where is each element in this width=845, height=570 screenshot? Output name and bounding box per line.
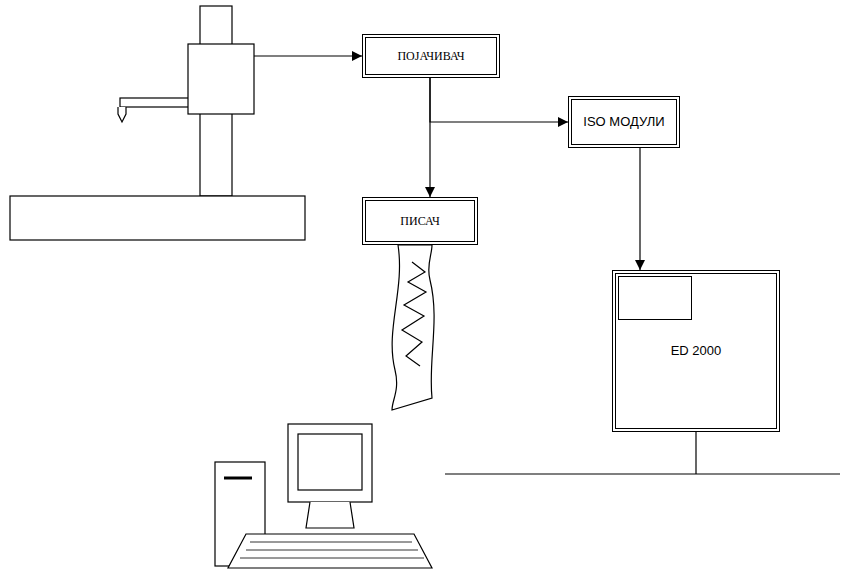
drive-slot — [224, 477, 252, 480]
plotter-box: ПИСАЧ — [362, 197, 478, 245]
keyboard-keys — [240, 542, 424, 558]
screen — [298, 434, 362, 490]
monitor — [288, 424, 372, 502]
probe-arm — [120, 98, 190, 107]
keyboard — [228, 534, 432, 568]
carriage — [188, 44, 254, 114]
network-line — [445, 473, 840, 474]
ed2000-box: ED 2000 — [612, 270, 780, 432]
signal-line — [254, 55, 362, 56]
trace — [402, 262, 426, 366]
monitor-stand — [306, 502, 354, 528]
box-label: ED 2000 — [671, 343, 722, 359]
box-label: ПИСАЧ — [400, 214, 439, 229]
box-label: ПОЈАЧИВАЧ — [397, 49, 464, 64]
display-window — [618, 276, 692, 320]
box-label: ISO МОДУЛИ — [583, 114, 664, 130]
chart-paper — [392, 245, 434, 410]
iso-module-box: ISO МОДУЛИ — [568, 96, 680, 148]
signal-arrow — [430, 78, 568, 122]
amplifier-box: ПОЈАЧИВАЧ — [362, 34, 500, 78]
signal-arrow — [639, 148, 640, 270]
base — [10, 196, 305, 240]
stylus — [118, 107, 126, 122]
network-drop — [695, 432, 696, 474]
